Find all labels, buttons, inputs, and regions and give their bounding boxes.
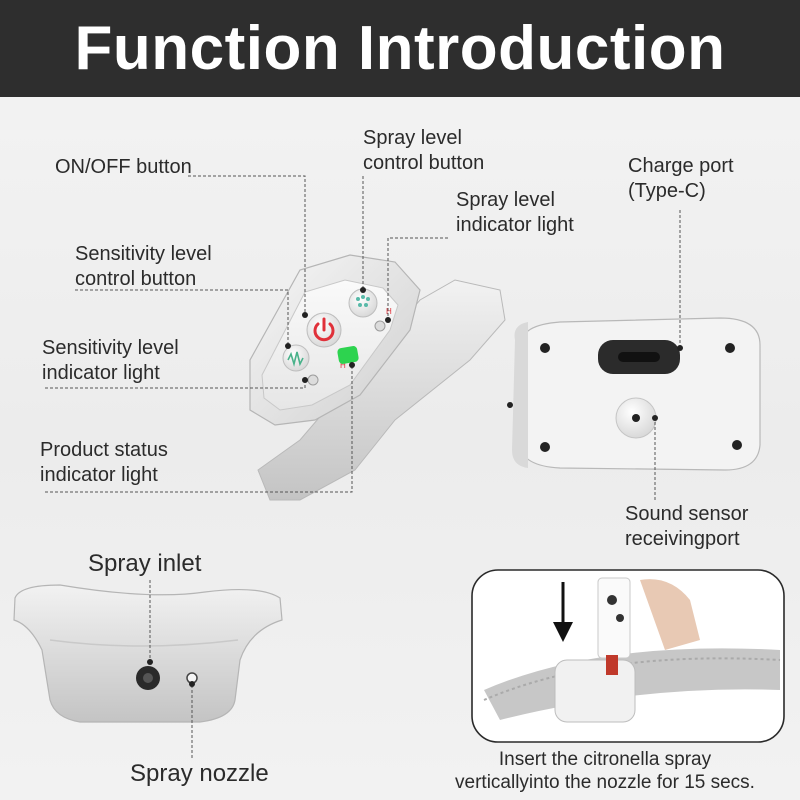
label-sensitivity-indicator: Sensitivity level indicator light xyxy=(42,337,179,384)
arrow-down-icon xyxy=(553,582,573,642)
label-sound-sensor: Sound sensor receivingport xyxy=(625,503,749,550)
label-on-off-button: ON/OFF button xyxy=(55,156,192,178)
page-title: Function Introduction xyxy=(74,14,726,83)
spray-level-indicator-light xyxy=(374,320,386,332)
label-charge-port: Charge port (Type-C) xyxy=(628,155,734,202)
refill-caption: Insert the citronella spray verticallyin… xyxy=(455,749,755,793)
label-spray-nozzle: Spray nozzle xyxy=(130,760,269,787)
refill-photo-panel xyxy=(471,569,785,743)
on-off-button[interactable] xyxy=(306,312,342,348)
label-spray-level-indicator: Spray level indicator light xyxy=(456,189,574,236)
product-status-indicator-light xyxy=(337,346,359,364)
sensitivity-level-control-button[interactable] xyxy=(282,344,310,372)
page-header: Function Introduction xyxy=(0,0,800,97)
spray-drops-icon xyxy=(356,295,370,307)
label-product-status: Product status indicator light xyxy=(40,439,168,486)
collar-receiver-front xyxy=(249,254,506,501)
leader-dots xyxy=(147,287,683,687)
sensitivity-level-indicator-light xyxy=(307,374,319,386)
leader-lines xyxy=(45,175,681,758)
label-spray-inlet: Spray inlet xyxy=(88,550,202,577)
label-sensitivity-control: Sensitivity level control button xyxy=(75,243,212,290)
power-icon xyxy=(313,317,335,342)
collar-receiver-side xyxy=(13,584,283,723)
spray-high-mark: H xyxy=(386,307,392,316)
sensitivity-high-mark: H xyxy=(340,361,346,370)
collar-receiver-back xyxy=(512,317,761,471)
label-spray-level-control: Spray level control button xyxy=(363,127,485,174)
spray-level-control-button[interactable] xyxy=(348,288,378,318)
sensitivity-wave-icon xyxy=(287,351,304,368)
